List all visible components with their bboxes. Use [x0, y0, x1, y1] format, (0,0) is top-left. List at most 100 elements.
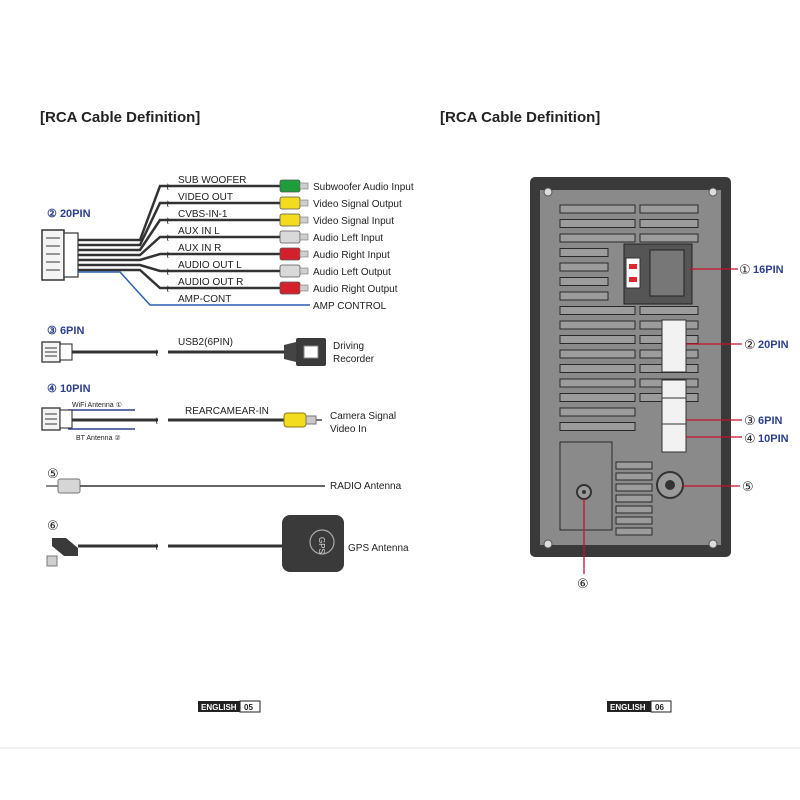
amp-name: AMP-CONT	[178, 294, 231, 305]
break-mark: ≀	[166, 233, 170, 244]
cable-desc: Audio Right Output	[313, 284, 398, 295]
gps-connector	[46, 538, 78, 567]
break-mark: ≀	[166, 267, 170, 278]
radio-marker: ⑤	[47, 467, 59, 482]
break-mark: ≀	[166, 216, 170, 227]
callout-radio-marker: ⑤	[742, 480, 754, 495]
cable-name: SUB WOOFER	[178, 175, 246, 186]
break-mark: ≀	[166, 284, 170, 295]
cable-desc: Video Signal Input	[313, 216, 394, 227]
pin20-marker: ② 20PIN	[47, 208, 91, 220]
rca-tip	[299, 182, 309, 190]
pin10-marker: ④ 10PIN	[47, 383, 91, 395]
cable-wire	[78, 218, 280, 252]
right-page-title: [RCA Cable Definition]	[440, 109, 600, 126]
right-footer-page: 06	[655, 703, 664, 712]
cable-row-0: ≀ SUB WOOFER Subwoofer Audio Input	[78, 175, 414, 242]
gps-module-text: GPS	[317, 537, 326, 554]
callout-6pin-marker: ③	[744, 414, 756, 429]
callout-16pin-marker: ①	[739, 263, 751, 278]
rca-plug	[279, 230, 301, 244]
callout-10pin-label: 10PIN	[758, 433, 789, 445]
break-mark: ≀	[155, 542, 159, 553]
left-footer-lang: ENGLISH	[201, 703, 237, 712]
right-footer: ENGLISH 06	[607, 700, 672, 713]
gps-marker: ⑥	[47, 519, 59, 534]
usb-cable-label: USB2(6PIN)	[178, 337, 233, 348]
rca-tip	[299, 233, 309, 241]
left-page-title: [RCA Cable Definition]	[40, 109, 200, 126]
left-footer-page: 05	[244, 703, 253, 712]
callout-16pin-label: 16PIN	[753, 264, 784, 276]
amp-wire	[78, 271, 310, 306]
bt-antenna-label: BT Antenna ②	[76, 434, 121, 442]
callout-10pin-marker: ④	[744, 432, 756, 447]
rca-tip	[299, 216, 309, 224]
cable-row-5: ≀ AUDIO OUT L Audio Left Output	[78, 260, 391, 278]
pin6-marker: ③ 6PIN	[47, 325, 84, 337]
rca-plug	[279, 196, 301, 210]
break-mark: ≀	[155, 348, 159, 359]
callout-6pin-label: 6PIN	[758, 415, 783, 427]
cable-wire	[78, 268, 280, 290]
cable-name: AUDIO OUT R	[178, 277, 243, 288]
gps-antenna-label: GPS Antenna	[348, 543, 409, 554]
cable-wire	[78, 235, 280, 257]
cable-row-3: ≀ AUX IN L Audio Left Input	[78, 226, 383, 257]
gps-module: GPS	[282, 515, 344, 572]
cable-desc: Subwoofer Audio Input	[313, 182, 414, 193]
rca-plug	[279, 247, 301, 261]
callout-gps-marker: ⑥	[577, 577, 589, 592]
rca-plug	[279, 264, 301, 278]
rca-plug	[279, 213, 301, 227]
break-mark: ≀	[166, 199, 170, 210]
cable-name: AUDIO OUT L	[178, 260, 242, 271]
rca-tip	[299, 199, 309, 207]
callout-20pin-marker: ②	[744, 338, 756, 353]
wifi-antenna-label: WiFi Antenna ①	[72, 401, 122, 409]
camera-signal-label-2: Video In	[330, 424, 367, 435]
pin20-cable-group: ≀ SUB WOOFER Subwoofer Audio Input ≀ VIDEO O…	[78, 175, 414, 312]
cable-name: CVBS-IN-1	[178, 209, 228, 220]
amp-desc: AMP CONTROL	[313, 301, 387, 312]
cable-name: AUX IN L	[178, 226, 220, 237]
rca-tip	[299, 250, 309, 258]
amp-cont-row: AMP-CONT AMP CONTROL	[78, 271, 387, 312]
camera-signal-label-1: Camera Signal	[330, 411, 396, 422]
cable-desc: Audio Left Output	[313, 267, 391, 278]
cable-desc: Audio Left Input	[313, 233, 383, 244]
pin6-connector	[41, 341, 73, 363]
rca-tip	[299, 284, 309, 292]
cable-wire	[78, 252, 280, 262]
usb-plug	[284, 338, 326, 366]
head-unit-rear	[530, 177, 731, 557]
camera-rca-plug	[283, 412, 322, 428]
rca-tip	[299, 267, 309, 275]
break-mark: ≀	[155, 416, 159, 427]
radio-antenna-label: RADIO Antenna	[330, 481, 402, 492]
callout-20pin-label: 20PIN	[758, 339, 789, 351]
pin20-connector	[41, 229, 79, 281]
cable-row-1: ≀ VIDEO OUT Video Signal Output	[78, 192, 402, 247]
break-mark: ≀	[166, 250, 170, 261]
right-footer-lang: ENGLISH	[610, 703, 646, 712]
driving-recorder-label-1: Driving	[333, 341, 364, 352]
cable-wire	[78, 263, 280, 273]
cable-wire	[78, 184, 280, 242]
cable-desc: Video Signal Output	[313, 199, 402, 210]
rca-plug	[279, 281, 301, 295]
cable-wire	[78, 201, 280, 247]
break-mark: ≀	[166, 182, 170, 193]
rear-camera-cable-label: REARCAMEAR-IN	[185, 406, 269, 417]
pin10-connector	[41, 407, 73, 431]
rca-plug	[279, 179, 301, 193]
driving-recorder-label-2: Recorder	[333, 354, 375, 365]
left-footer: ENGLISH 05	[198, 700, 261, 713]
cable-row-6: ≀ AUDIO OUT R Audio Right Output	[78, 268, 398, 295]
cable-desc: Audio Right Input	[313, 250, 390, 261]
cable-name: VIDEO OUT	[178, 192, 233, 203]
radio-antenna-plug	[46, 478, 81, 494]
